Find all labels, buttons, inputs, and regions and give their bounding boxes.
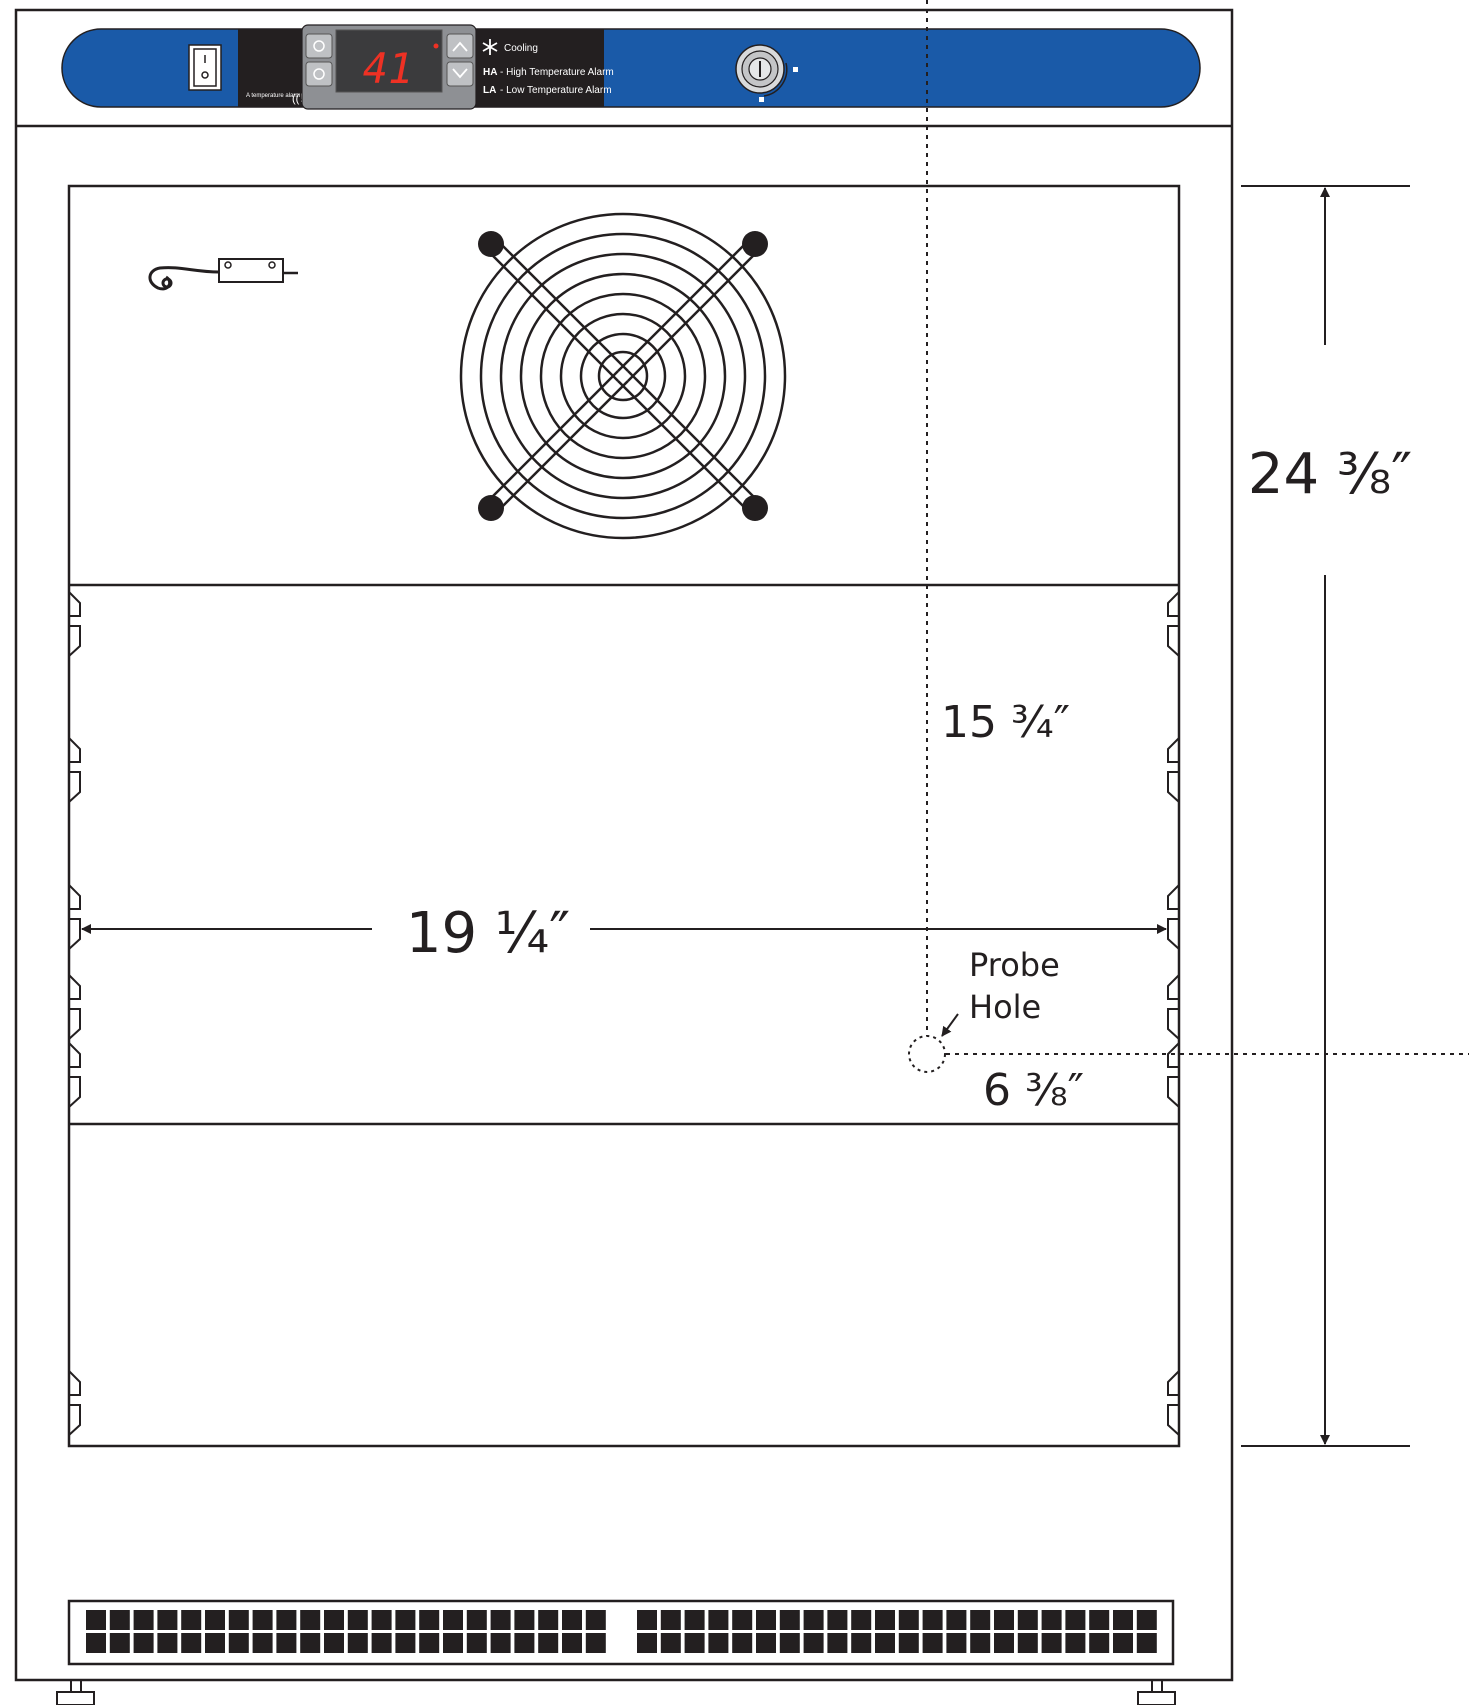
up-arrow-icon xyxy=(452,41,468,52)
bottom-grille-frame xyxy=(67,1599,1175,1666)
down-button[interactable] xyxy=(446,61,474,87)
power-switch-icon[interactable] xyxy=(188,44,222,91)
legend-cooling: Cooling xyxy=(504,43,538,54)
display-unit-dot xyxy=(433,43,439,49)
right-foot xyxy=(1137,1679,1176,1705)
probe-label-line2: Hole xyxy=(969,988,1041,1026)
legend-ha-code: HA xyxy=(483,67,497,78)
probe-pointer-arrow xyxy=(941,1013,959,1037)
door-lock-icon[interactable] xyxy=(735,44,798,102)
legend-la-text: - Low Temperature Alarm xyxy=(500,85,612,96)
light-button[interactable] xyxy=(305,33,333,59)
control-panel: A temperature alarm has occurred (( ! ))… xyxy=(61,24,1201,110)
up-button[interactable] xyxy=(446,33,474,59)
down-arrow-icon xyxy=(452,68,468,79)
height-dimension-label: 24 ⅜″ xyxy=(1248,442,1412,507)
legend-la-code: LA xyxy=(483,85,496,96)
defrost-icon xyxy=(313,68,325,80)
probe-top-distance-label: 15 ¾″ xyxy=(941,697,1070,748)
svg-text:((: (( xyxy=(292,93,300,105)
door-sensor-icon xyxy=(148,258,298,291)
probe-label-line1: Probe xyxy=(969,946,1060,984)
defrost-button[interactable] xyxy=(305,61,333,87)
fan-guard-icon xyxy=(459,212,787,540)
interior-chamber xyxy=(67,184,1181,1448)
cabinet-outline xyxy=(14,8,1234,1682)
left-shelf-clips xyxy=(68,591,81,1436)
left-foot xyxy=(56,1679,95,1705)
probe-hole xyxy=(908,1035,946,1073)
height-dimension xyxy=(1241,185,1410,1447)
bottom-vent-grille xyxy=(86,1610,1157,1653)
temperature-reading: 41 xyxy=(363,44,414,93)
temperature-display-screen xyxy=(335,29,443,93)
right-shelf-clips xyxy=(1167,591,1180,1436)
control-panel-band xyxy=(61,28,1201,108)
light-icon xyxy=(313,40,325,52)
snowflake-icon xyxy=(482,39,498,55)
probe-side-distance-label: 6 ⅜″ xyxy=(983,1065,1084,1116)
legend-ha-text: - High Temperature Alarm xyxy=(500,67,614,78)
width-dimension-label: 19 ¼″ xyxy=(406,901,570,966)
alarm-note-text: A temperature alarm has occurred xyxy=(246,93,337,99)
